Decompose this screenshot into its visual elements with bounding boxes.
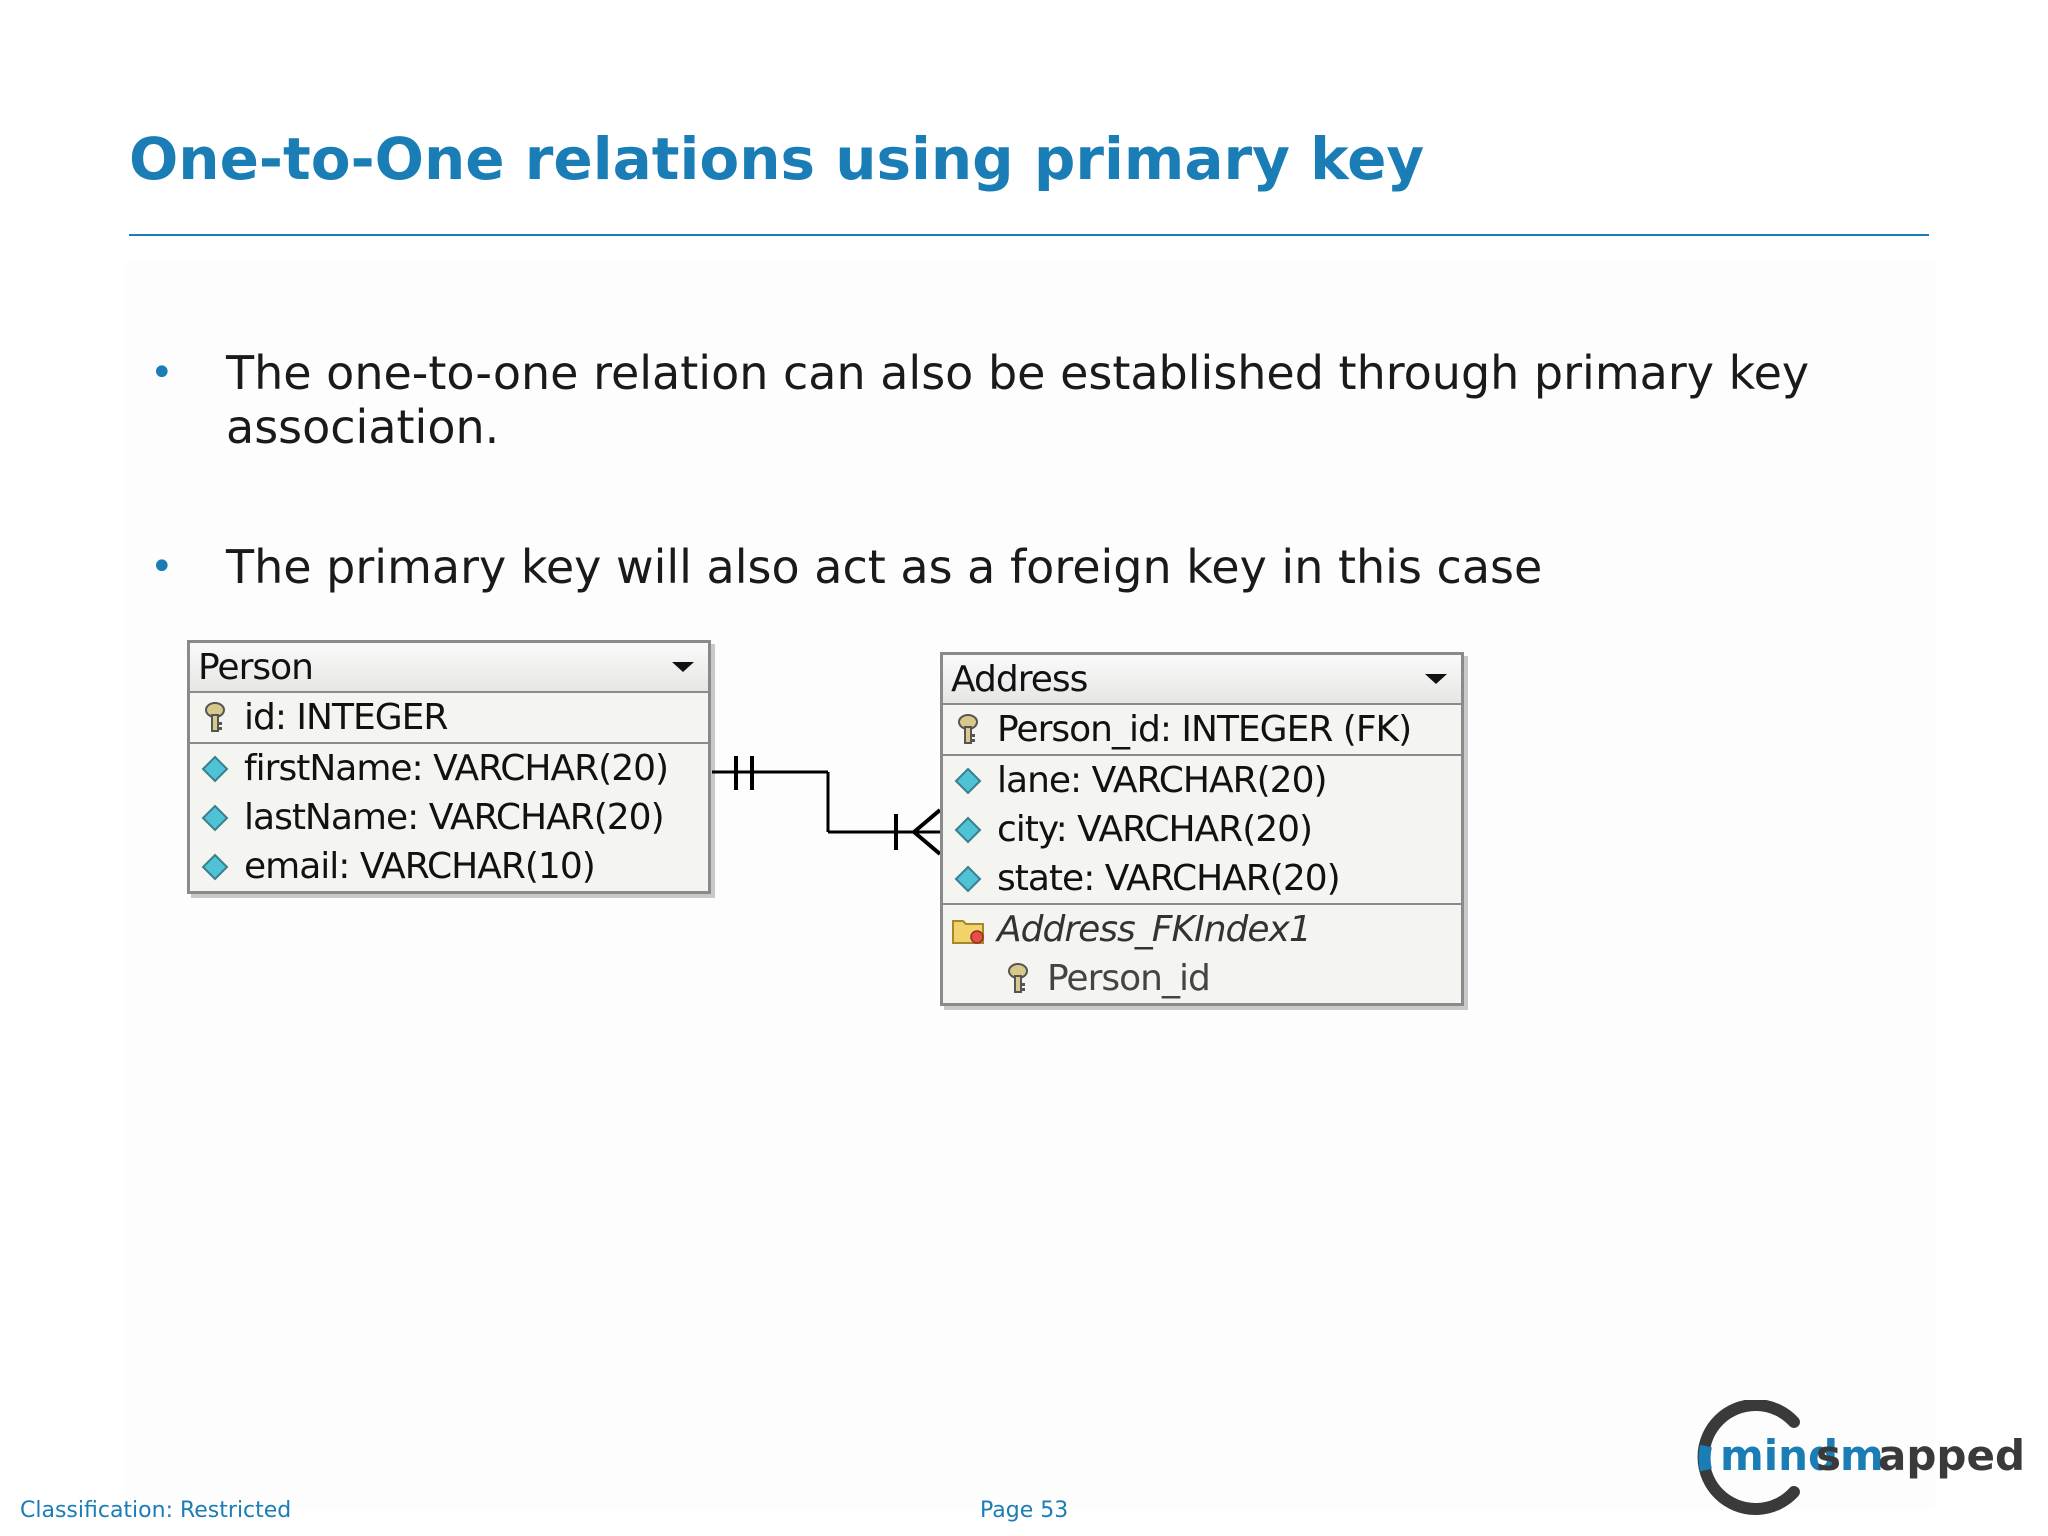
- svg-text:apped: apped: [1878, 1431, 2025, 1480]
- dropdown-arrow-icon[interactable]: [1425, 674, 1447, 684]
- table-row: id: INTEGER: [190, 693, 708, 744]
- person-table[interactable]: Person id: INTEGER firstName: VARCHAR(20…: [187, 640, 711, 894]
- bullet-dot: •: [150, 350, 174, 396]
- column-diamond-icon: [951, 862, 985, 896]
- table-row: lane: VARCHAR(20): [943, 756, 1461, 805]
- column-diamond-icon: [198, 850, 232, 884]
- table-header[interactable]: Person: [190, 643, 708, 693]
- column-diamond-icon: [198, 801, 232, 835]
- svg-text:m: m: [1840, 1431, 1884, 1480]
- table-name: Address: [951, 658, 1088, 700]
- column-text: lane: VARCHAR(20): [997, 760, 1328, 801]
- bullet-text: The primary key will also act as a forei…: [226, 540, 1543, 594]
- index-name: Address_FKIndex1: [997, 909, 1312, 950]
- column-diamond-icon: [951, 764, 985, 798]
- dropdown-arrow-icon[interactable]: [672, 662, 694, 672]
- page-number: Page 53: [980, 1498, 1069, 1523]
- column-diamond-icon: [198, 752, 232, 786]
- key-icon: [198, 701, 232, 735]
- svg-text:s: s: [1816, 1431, 1841, 1480]
- index-folder-icon: [951, 913, 985, 947]
- table-header[interactable]: Address: [943, 655, 1461, 705]
- table-row: city: VARCHAR(20): [943, 805, 1461, 854]
- index-column-text: Person_id: [1047, 958, 1211, 999]
- key-icon: [951, 713, 985, 747]
- column-text: Person_id: INTEGER (FK): [997, 709, 1412, 750]
- bullet-dot: •: [150, 544, 174, 590]
- table-row: state: VARCHAR(20): [943, 854, 1461, 905]
- index-row: Address_FKIndex1: [943, 905, 1461, 954]
- slide-title: One-to-One relations using primary key: [129, 125, 1425, 193]
- table-row: firstName: VARCHAR(20): [190, 744, 708, 793]
- table-row: lastName: VARCHAR(20): [190, 793, 708, 842]
- relationship-connector: [712, 756, 942, 856]
- bullet-item: • The primary key will also act as a for…: [150, 540, 1850, 594]
- bullet-item: • The one-to-one relation can also be es…: [150, 346, 1850, 455]
- column-text: state: VARCHAR(20): [997, 858, 1341, 899]
- table-row: Person_id: INTEGER (FK): [943, 705, 1461, 756]
- address-table[interactable]: Address Person_id: INTEGER (FK) lane: VA…: [940, 652, 1464, 1006]
- key-icon: [1001, 962, 1035, 996]
- column-text: firstName: VARCHAR(20): [244, 748, 669, 789]
- index-column-row: Person_id: [943, 954, 1461, 1003]
- table-name: Person: [198, 646, 314, 688]
- column-text: email: VARCHAR(10): [244, 846, 596, 887]
- title-divider: [129, 234, 1929, 236]
- bullet-text: The one-to-one relation can also be esta…: [226, 346, 1810, 455]
- mindsmapped-logo: mind s m apped: [1697, 1400, 2025, 1515]
- column-text: city: VARCHAR(20): [997, 809, 1313, 850]
- column-diamond-icon: [951, 813, 985, 847]
- column-text: id: INTEGER: [244, 697, 448, 738]
- svg-text:mind: mind: [1720, 1431, 1838, 1480]
- column-text: lastName: VARCHAR(20): [244, 797, 665, 838]
- table-row: email: VARCHAR(10): [190, 842, 708, 891]
- classification-label: Classification: Restricted: [20, 1498, 292, 1523]
